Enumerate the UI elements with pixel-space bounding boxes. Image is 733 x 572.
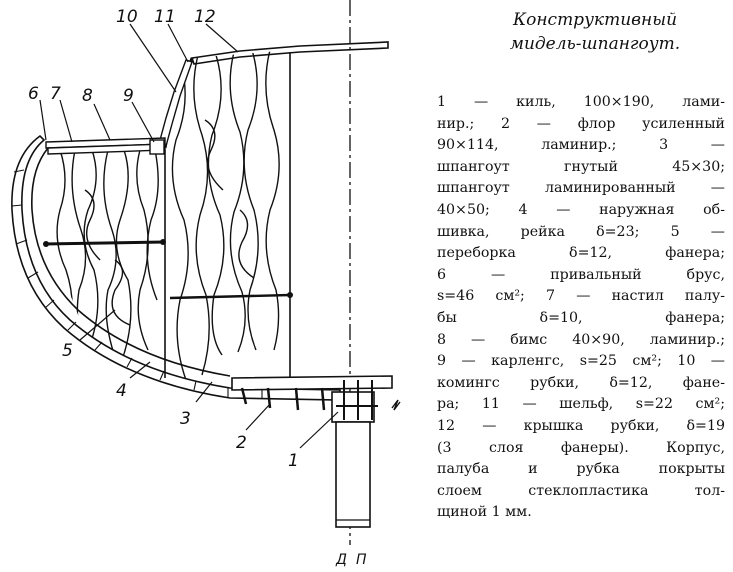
callout-4: 4 — [116, 381, 127, 401]
stiffener-bolt — [287, 292, 293, 298]
caption-line: s=46 см²; 7 — настил палу- — [437, 288, 725, 305]
cabin-coaming-plywood — [171, 50, 280, 381]
midship-frame-drawing: 6 7 8 9 10 11 12 5 4 3 2 1 Д П — [11, 0, 401, 568]
callout-3: 3 — [180, 409, 191, 429]
callout-leaders — [39, 23, 339, 449]
legend-caption: 1 — киль, 100×190, лами-нир.; 2 — флор у… — [437, 92, 725, 524]
callout-9: 9 — [123, 86, 134, 106]
caption-line: шпангоут ламинированный — — [437, 180, 725, 197]
callout-10: 10 — [116, 7, 138, 27]
caption-line: слоем стеклопластика тол- — [437, 482, 725, 499]
callout-7: 7 — [50, 84, 61, 104]
caption-line: 8 — бимс 40×90, ламинир.; — [437, 331, 725, 348]
caption-line: 12 — крышка рубки, δ=19 — [437, 417, 725, 434]
stiffener-bolt — [160, 239, 166, 245]
bulkhead-stiffener-upper — [43, 240, 166, 246]
caption-line: 1 — киль, 100×190, лами- — [437, 94, 725, 110]
caption-line: нир.; 2 — флор усиленный — [437, 115, 725, 132]
callout-1: 1 — [288, 451, 299, 471]
title-line-2: мидель-шпангоут. — [509, 34, 681, 54]
caption-line: ра; 11 — шельф, s=22 см²; — [437, 396, 725, 413]
centerline-label-d: Д — [335, 552, 347, 568]
callout-8: 8 — [82, 86, 93, 106]
carlin — [149, 139, 165, 155]
bulkhead-stiffener-lower — [169, 293, 291, 300]
caption-line: 9 — карленгс, s=25 см²; 10 — — [437, 353, 725, 370]
stiffener-bolt — [43, 241, 49, 247]
caption-line: 40×50; 4 — наружная об- — [437, 201, 725, 218]
break-symbol — [391, 399, 401, 411]
caption-line: переборка δ=12, фанера; — [437, 245, 725, 262]
callout-6: 6 — [28, 84, 39, 104]
caption-line: 6 — привальный брус, — [437, 266, 725, 283]
title-line-1: Конструктивный — [512, 10, 678, 30]
keel-shoe — [335, 421, 371, 528]
caption-line: бы δ=10, фанера; — [437, 309, 725, 326]
caption-line: щиной 1 мм. — [437, 504, 532, 521]
keel-bolts — [336, 380, 378, 420]
drawing-title: Конструктивный мидель-шпангоут. — [470, 8, 720, 56]
caption-line: комингс рубки, δ=12, фане- — [437, 374, 725, 391]
planking-seams — [11, 169, 297, 399]
reinforced-floor — [231, 375, 393, 391]
shelf — [159, 59, 193, 148]
hull-planking — [11, 134, 341, 401]
caption-line: шпангоут гнутый 45×30; — [437, 158, 725, 175]
caption-line: шивка, рейка δ=23; 5 — — [437, 223, 725, 240]
callout-2: 2 — [236, 433, 247, 453]
caption-line: 90×114, ламинир.; 3 — — [437, 137, 725, 154]
caption-line: палуба и рубка покрыты — [437, 461, 725, 478]
callout-12: 12 — [194, 7, 216, 27]
cabin-roof — [190, 41, 389, 65]
callout-5: 5 — [62, 341, 73, 361]
caption-line: (3 слоя фанеры). Корпус, — [437, 439, 725, 456]
callout-11: 11 — [154, 7, 176, 27]
centerline-label-p: П — [356, 552, 367, 568]
bulkhead-plywood — [56, 149, 159, 361]
bent-frame — [31, 147, 231, 377]
